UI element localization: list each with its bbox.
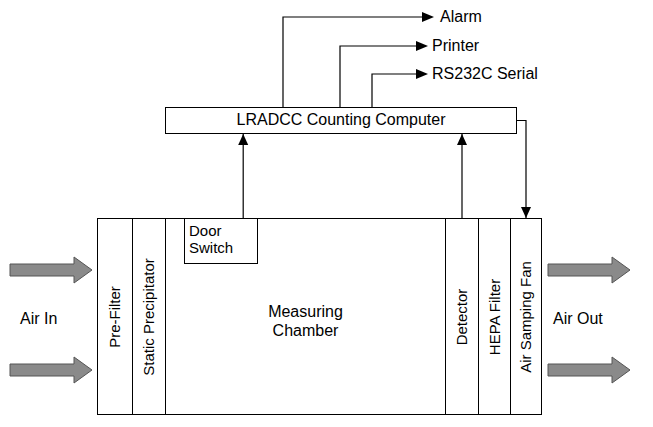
output-heads [416, 12, 434, 79]
node-text: Static Precipitator [140, 258, 157, 376]
computer-box: LRADCC Counting Computer [165, 107, 517, 134]
output-label: Alarm [440, 8, 482, 26]
output-label: Printer [432, 37, 479, 55]
node-text: Air Samping Fan [517, 261, 534, 373]
node-text: Door Switch [189, 222, 253, 257]
arrow-head [238, 134, 248, 145]
node-text: LRADCC Counting Computer [237, 111, 446, 129]
arrow-head [457, 134, 467, 145]
fan-column: Air Samping Fan [510, 218, 542, 415]
arrow-head [521, 207, 531, 218]
node-text: Detector [453, 288, 470, 345]
signal-connector [457, 134, 467, 218]
printer-line [340, 46, 418, 107]
output-lines [283, 17, 424, 107]
air-out-arrow [548, 357, 630, 383]
output-label: Air In [20, 310, 57, 328]
arrow-head [416, 41, 428, 51]
switch-box: Door Switch [184, 218, 258, 264]
connector-line [517, 121, 526, 219]
filter-column: HEPA Filter [478, 218, 511, 415]
node-text: Pre-Filter [106, 286, 123, 348]
connector-line [243, 134, 244, 218]
arrow-head [416, 69, 428, 79]
connector-line [461, 134, 462, 218]
air-in-arrow [10, 257, 92, 283]
output-label: Air Out [553, 310, 603, 328]
signal-connector [517, 121, 531, 219]
detector-column: Detector [445, 218, 479, 415]
air-out-arrow [548, 257, 630, 283]
air-in-arrow [10, 357, 92, 383]
precipitator-column: Static Precipitator [132, 218, 166, 415]
filter-column: Pre-Filter [97, 218, 133, 415]
node-text: Measuring Chamber [258, 303, 353, 340]
signal-connector [238, 134, 248, 218]
alarm-line [283, 17, 424, 107]
serial-line [372, 74, 418, 107]
chamber-box: Measuring Chamber Door Switch [165, 218, 446, 415]
arrow-head [422, 12, 434, 22]
node-text: HEPA Filter [486, 278, 503, 354]
output-label: RS232C Serial [432, 65, 538, 83]
